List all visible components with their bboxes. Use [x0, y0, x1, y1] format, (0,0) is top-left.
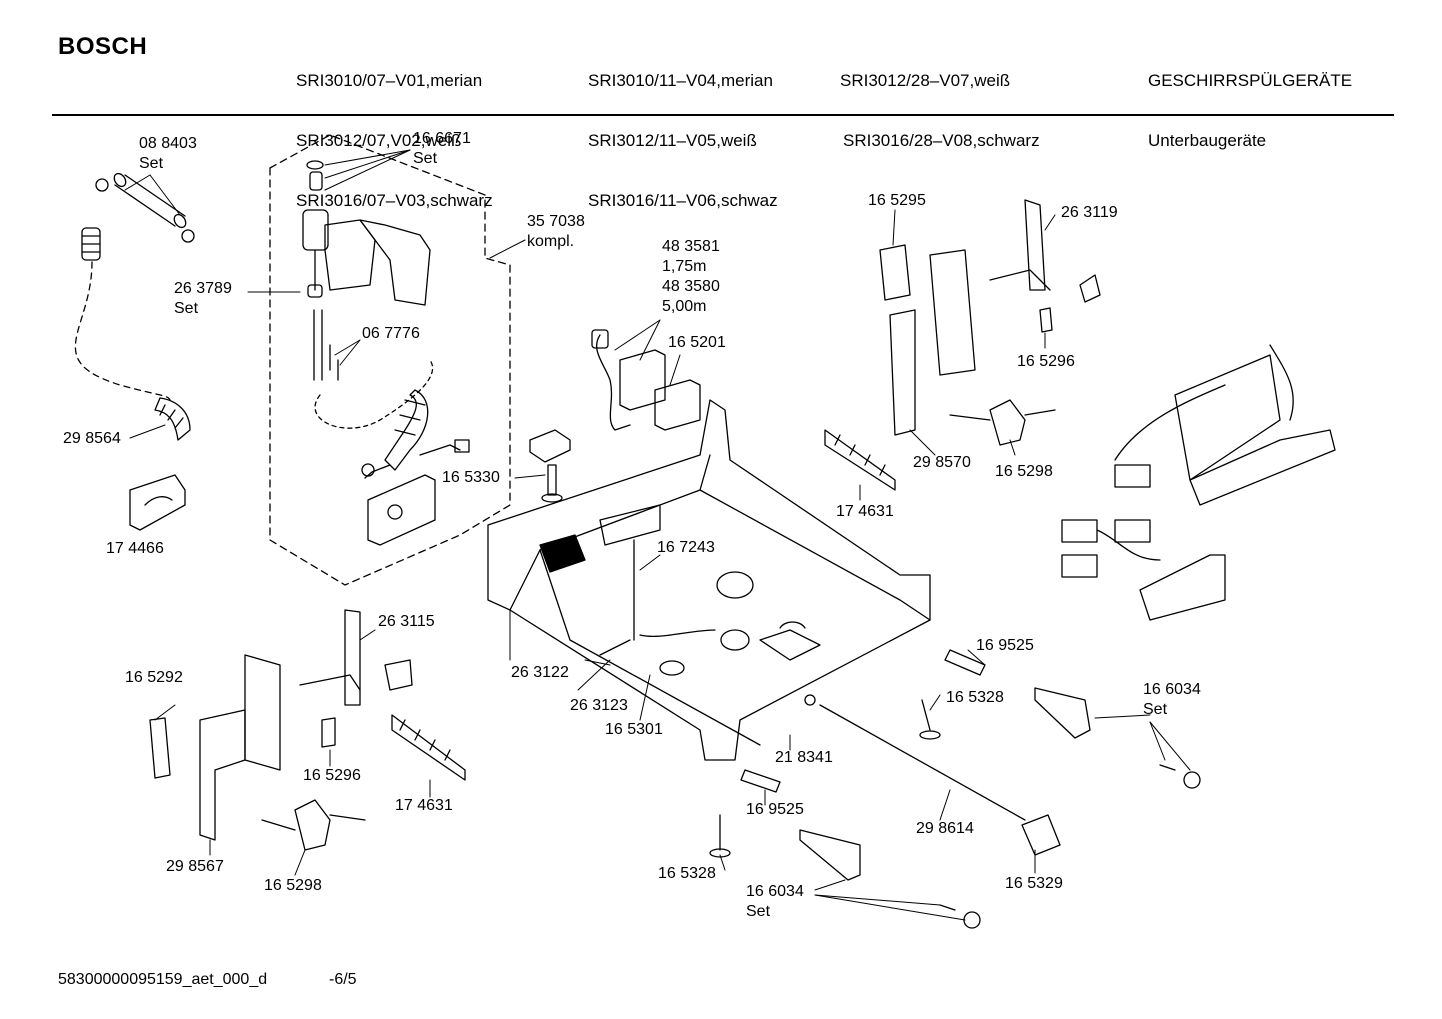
part-label: 16 5330	[442, 469, 500, 486]
part-label: 29 8564	[63, 430, 121, 447]
right-bracket-part	[879, 199, 1101, 436]
category-subtitle: Unterbaugeräte	[1148, 131, 1267, 150]
left-bracket-part	[149, 609, 413, 841]
part-label: 16 5298	[995, 463, 1053, 480]
model-line: SRI3012/07,V02,weiß	[296, 131, 462, 150]
part-label: 17 4631	[395, 797, 453, 814]
page-number: -6/5	[329, 971, 357, 988]
part-label: 16 7243	[657, 539, 715, 556]
part-label: 16 5296	[303, 767, 361, 784]
part-label: 48 3581 1,75m 48 3580 5,00m	[662, 238, 720, 315]
part-label: 29 8614	[916, 820, 974, 837]
model-line: SRI3010/11–V04,merian	[588, 71, 773, 90]
part-label: 16 5301	[605, 721, 663, 738]
wiring-harness-part	[1061, 344, 1336, 621]
part-label: 16 6034 Set	[1143, 681, 1201, 718]
part-label: 26 3119	[1061, 204, 1118, 221]
category: GESCHIRRSPÜLGERÄTE Unterbaugeräte	[1148, 31, 1352, 171]
part-label: 16 5296	[1017, 353, 1075, 370]
part-label: 16 5201	[668, 334, 726, 351]
model-line: SRI3016/28–V08,schwarz	[843, 131, 1040, 150]
part-label: 16 5295	[868, 192, 926, 209]
model-list-2: SRI3010/11–V04,merian SRI3012/11–V05,wei…	[588, 31, 778, 231]
part-label: 35 7038 kompl.	[527, 213, 585, 250]
bracket-part	[129, 474, 186, 531]
power-cable-part	[591, 329, 701, 431]
dashed-lead	[74, 261, 171, 401]
part-label: 16 5298	[264, 877, 322, 894]
category-title: GESCHIRRSPÜLGERÄTE	[1148, 71, 1353, 90]
part-label: 16 5328	[658, 865, 716, 882]
part-label: 29 8567	[166, 858, 224, 875]
part-label: 16 6034 Set	[746, 883, 804, 920]
terminal-strip-part	[799, 687, 1091, 881]
corrugated-hose-part	[154, 397, 191, 441]
brand-logo: BOSCH	[58, 33, 148, 60]
connector-block-part	[529, 429, 571, 503]
base-tub-part	[487, 399, 931, 761]
screw-part	[709, 649, 1201, 929]
sensor-part-lower	[261, 799, 366, 851]
model-line: SRI3012/11–V05,weiß	[588, 131, 757, 150]
part-label: 16 6671 Set	[413, 130, 471, 167]
model-line: SRI3016/11–V06,schwaz	[588, 191, 778, 210]
part-label: 16 5292	[125, 669, 183, 686]
part-label: 16 5328	[946, 689, 1004, 706]
model-line: SRI3016/07–V03,schwarz	[296, 191, 493, 210]
valve-assembly-part	[302, 160, 470, 546]
part-label: 16 9525	[976, 637, 1034, 654]
kit-outline	[269, 134, 511, 586]
part-label: 08 8403 Set	[139, 135, 197, 172]
part-label: 26 3115	[378, 613, 435, 630]
part-label: 06 7776	[362, 325, 420, 342]
part-label: 26 3789 Set	[174, 280, 232, 317]
part-label: 17 4466	[106, 540, 164, 557]
heating-element-part-lower	[391, 714, 466, 781]
model-list-3: SRI3012/28–V07,weiß SRI3016/28–V08,schwa…	[840, 31, 1040, 171]
heating-element-part-upper	[824, 429, 896, 491]
model-list-1: SRI3010/07–V01,merian SRI3012/07,V02,wei…	[296, 31, 493, 231]
part-label: 26 3123	[570, 697, 628, 714]
part-label: 26 3122	[511, 664, 569, 681]
spring-part	[81, 227, 101, 261]
leader-lines	[124, 149, 1191, 921]
hose-part	[95, 172, 195, 243]
part-label: 21 8341	[775, 749, 833, 766]
part-label: 16 9525	[746, 801, 804, 818]
part-label: 17 4631	[836, 503, 894, 520]
model-line: SRI3012/28–V07,weiß	[840, 71, 1011, 90]
sensor-part-upper	[949, 399, 1056, 446]
model-line: SRI3010/07–V01,merian	[296, 71, 483, 90]
document-id: 58300000095159_aet_000_d	[58, 971, 268, 988]
header-rule	[52, 114, 1394, 116]
rod-part	[819, 704, 1061, 856]
part-label: 16 5329	[1005, 875, 1063, 892]
part-label: 29 8570	[913, 454, 971, 471]
